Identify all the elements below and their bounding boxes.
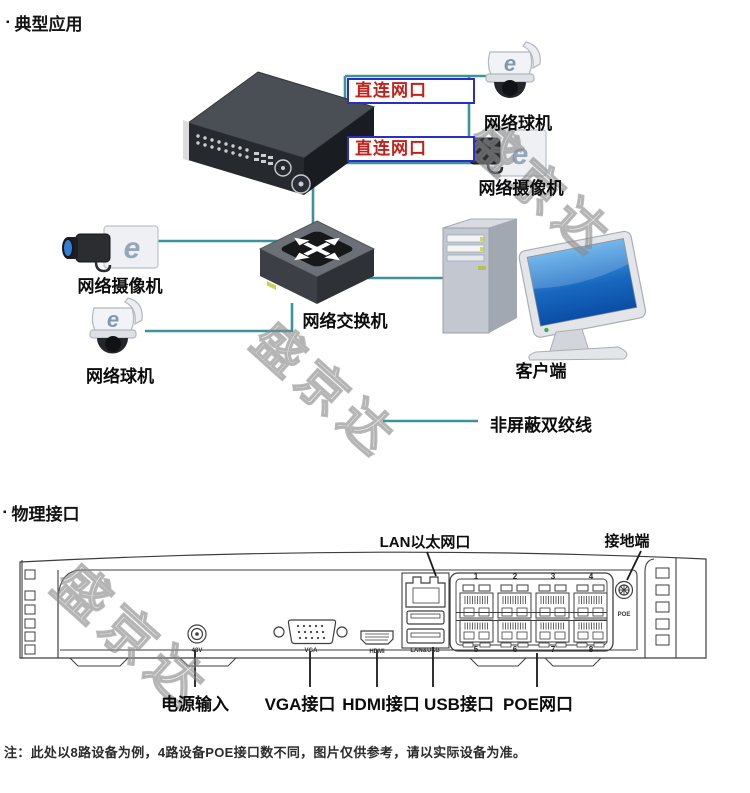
label-network-switch: 网络交换机 xyxy=(302,312,388,331)
callout-usb-port: USB接口 xyxy=(424,695,494,714)
section-title-text: 典型应用 xyxy=(14,15,83,34)
callout-power-input: 电源输入 xyxy=(161,695,229,714)
direct-port-label-1: 直连网口 xyxy=(347,78,475,104)
poe-number: 4 xyxy=(589,572,594,581)
dome-camera-left-illustration: e xyxy=(89,297,143,354)
dome-camera-right-illustration: e xyxy=(485,41,541,98)
label-client: 客户端 xyxy=(515,362,567,381)
callout-hdmi-port: HDMI接口 xyxy=(342,695,420,714)
section-title-text: 物理接口 xyxy=(11,505,80,524)
vga-print: VGA xyxy=(304,648,318,654)
bullet-camera-left-illustration: e xyxy=(62,225,159,273)
callout-vga-port: VGA接口 xyxy=(264,695,336,714)
direct-port-label-2: 直连网口 xyxy=(347,136,475,162)
client-computer-illustration xyxy=(442,218,647,361)
switch-illustration xyxy=(258,220,376,304)
label-bullet-camera-left: 网络摄像机 xyxy=(77,277,163,296)
callout-lan-ethernet: LAN以太网口 xyxy=(379,534,471,551)
callout-poe-port: POE网口 xyxy=(503,695,573,714)
ie-logo-icon: e xyxy=(512,138,529,171)
ie-logo-icon: e xyxy=(107,307,119,332)
section-title-physical-interface: ▪ 物理接口 xyxy=(3,500,80,525)
footnote: 注：此处以8路设备为例，4路设备POE接口数不同，图片仅供参考，请以实际设备为准… xyxy=(4,745,527,760)
poe-number: 1 xyxy=(474,572,479,581)
power-print: 48V xyxy=(192,648,203,654)
bullet-icon: ▪ xyxy=(6,17,10,28)
poe-number: 3 xyxy=(551,572,556,581)
poe-number: 6 xyxy=(513,645,518,654)
label-bullet-camera-right: 网络摄像机 xyxy=(478,179,564,198)
ie-logo-icon: e xyxy=(504,51,516,76)
section-title-typical-application: ▪ 典型应用 xyxy=(6,10,83,35)
poe-number: 7 xyxy=(551,645,556,654)
bullet-icon: ▪ xyxy=(3,507,7,518)
poe-number: 8 xyxy=(589,645,594,654)
hdmi-print: HDMI xyxy=(369,649,385,655)
ie-logo-icon: e xyxy=(124,232,141,265)
nvr-illustration xyxy=(183,71,376,195)
label-dome-camera-right: 网络球机 xyxy=(484,114,552,133)
callout-ground: 接地端 xyxy=(604,533,650,550)
poe-number: 5 xyxy=(474,645,479,654)
label-dome-camera-left: 网络球机 xyxy=(86,367,154,386)
lan-usb-print: LAN&USB xyxy=(410,648,440,654)
poe-number: 2 xyxy=(513,572,518,581)
label-utp-cable: 非屏蔽双绞线 xyxy=(490,416,592,435)
rear-panel-illustration: 48V VGA HDMI LAN&USB POE 1 2 3 4 5 6 7 8 xyxy=(19,550,707,687)
poe-print: POE xyxy=(618,612,631,618)
